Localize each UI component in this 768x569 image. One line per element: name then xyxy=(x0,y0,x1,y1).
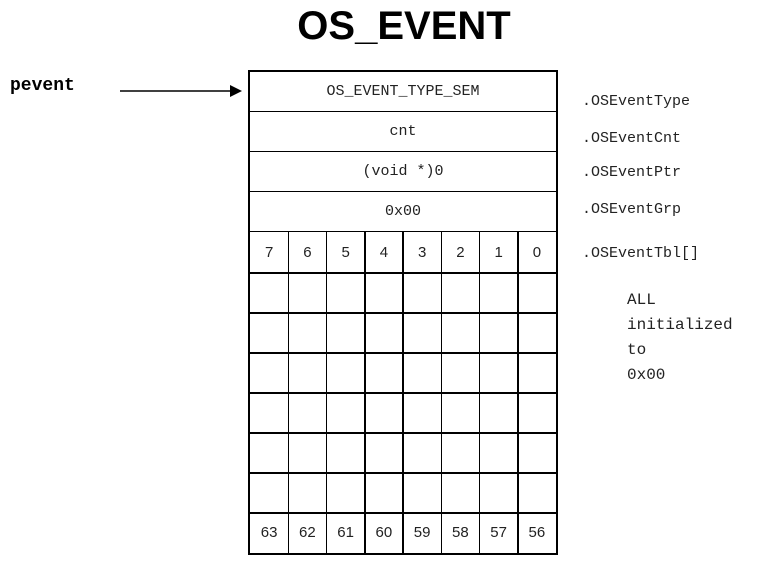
event-ptr-cell: (void *)0 xyxy=(250,152,556,192)
grid-row-divider xyxy=(250,472,556,474)
init-note-line: initialized xyxy=(627,316,733,334)
bit-label-bottom: 57 xyxy=(490,523,507,541)
bit-label-top: 3 xyxy=(417,243,427,261)
bit-label-bottom: 56 xyxy=(528,523,546,541)
event-type-value: OS_EVENT_TYPE_SEM xyxy=(326,83,480,100)
init-note-line: to xyxy=(627,341,647,359)
grid-row-divider xyxy=(250,392,556,394)
grid-row-divider xyxy=(250,312,556,314)
bit-label-bottom: 59 xyxy=(413,523,431,541)
init-note: ALL initialized to 0x00 xyxy=(627,288,733,388)
event-ptr-value: (void *)0 xyxy=(362,163,444,180)
bit-label-top: 0 xyxy=(532,243,542,261)
bit-label-top: 6 xyxy=(303,243,312,261)
bit-label-bottom: 62 xyxy=(299,523,316,541)
bit-label-top: 1 xyxy=(494,243,503,261)
field-os-event-ptr: .OSEventPtr xyxy=(582,164,682,181)
event-type-cell: OS_EVENT_TYPE_SEM xyxy=(250,72,556,112)
bit-label-bottom: 60 xyxy=(375,523,393,541)
field-os-event-type: .OSEventType xyxy=(582,93,691,110)
field-os-event-grp: .OSEventGrp xyxy=(582,201,682,218)
field-os-event-tbl: .OSEventTbl[] xyxy=(582,245,700,262)
bit-label-top: 5 xyxy=(341,243,350,261)
grid-row-divider xyxy=(250,272,556,274)
bit-label-top: 4 xyxy=(379,243,389,261)
bit-label-bottom: 63 xyxy=(260,523,278,541)
grid-row-divider xyxy=(250,432,556,434)
event-cnt-cell: cnt xyxy=(250,112,556,152)
bit-label-top: 2 xyxy=(456,243,465,261)
os-event-structure: OS_EVENT_TYPE_SEM cnt (void *)0 0x00 7 6 5… xyxy=(248,70,558,555)
grid-row-divider xyxy=(250,352,556,354)
diagram-title: OS_EVENT xyxy=(297,4,511,48)
init-note-line: 0x00 xyxy=(627,366,666,384)
bit-label-top: 7 xyxy=(264,243,274,261)
grid-row-divider xyxy=(250,512,556,514)
event-grp-cell: 0x00 xyxy=(250,192,556,232)
event-cnt-value: cnt xyxy=(389,123,417,140)
event-grp-value: 0x00 xyxy=(384,203,421,220)
init-note-line: ALL xyxy=(627,291,656,309)
bit-label-bottom: 58 xyxy=(452,523,469,541)
bit-label-bottom: 61 xyxy=(337,523,354,541)
pevent-label: pevent xyxy=(10,76,75,96)
field-os-event-cnt: .OSEventCnt xyxy=(582,130,682,147)
pointer-arrow-icon xyxy=(120,85,242,97)
